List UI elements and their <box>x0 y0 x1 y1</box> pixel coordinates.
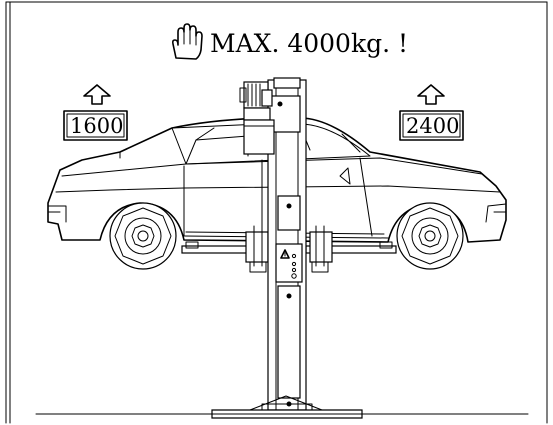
drawing-frame <box>5 1 548 424</box>
rear-load-value: 2400 <box>406 114 459 138</box>
front-wheel <box>109 202 177 270</box>
rear-load-indicator: 2400 <box>399 84 464 141</box>
max-load-warning: MAX. 4000kg. ! <box>210 29 408 58</box>
front-load-value: 1600 <box>70 114 123 138</box>
rear-wheel <box>396 202 464 270</box>
front-load-indicator: 1600 <box>63 84 128 141</box>
lift-arms <box>181 225 397 273</box>
control-buttons <box>291 253 297 279</box>
hand-stop-icon <box>171 23 203 60</box>
warning-triangle-icon <box>280 249 290 259</box>
motor-pump-unit <box>239 81 275 155</box>
